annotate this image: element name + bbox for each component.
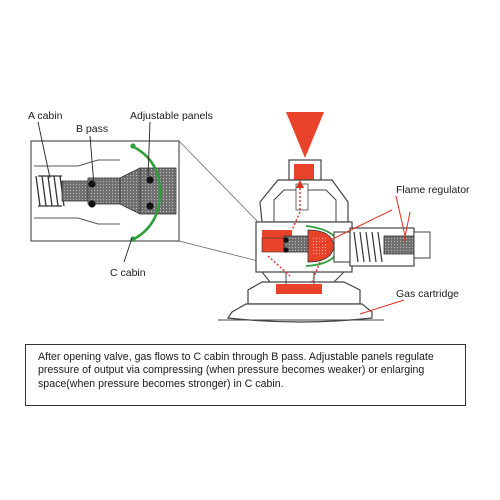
regulator-leader [395, 195, 407, 241]
inset-seal-dot [88, 180, 96, 188]
caption-text: After opening valve, gas flows to C cabi… [38, 351, 434, 390]
regulator-body [218, 112, 431, 323]
gas-flow-arrows [267, 184, 321, 283]
label-adjustable-panels: Adjustable panels [130, 110, 213, 122]
label-gas-cartridge: Gas cartridge [396, 288, 459, 300]
label-c-cabin: C cabin [110, 267, 146, 279]
flame-arrow [286, 112, 324, 158]
label-a-cabin: A cabin [28, 110, 63, 122]
inset-leaders [37, 121, 151, 263]
inset-seal-dot [88, 200, 96, 208]
label-b-pass: B pass [76, 123, 108, 135]
inset-seal-dot [146, 176, 154, 184]
caption-box: After opening valve, gas flows to C cabi… [25, 344, 466, 406]
label-flame-regulator: Flame regulator [396, 184, 470, 196]
zoom-inset [30, 140, 180, 242]
zoom-projection-lines [178, 140, 263, 263]
inset-seal-dot [146, 202, 154, 210]
regulator-spring [353, 231, 383, 263]
inset-adjustable-panel [131, 144, 162, 242]
